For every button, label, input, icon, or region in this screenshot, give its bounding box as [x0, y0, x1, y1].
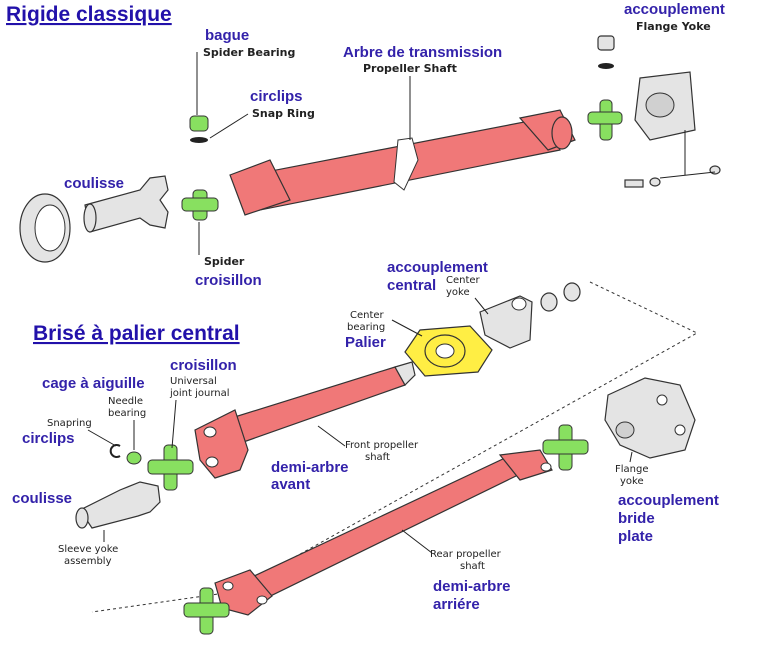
spider-front — [147, 444, 194, 491]
section-title-rigid: Rigide classique — [6, 3, 172, 26]
label-demi-avant-1: demi-arbre — [271, 459, 349, 476]
label-demi-avant-2: avant — [271, 476, 310, 493]
bearing-cups-top-right — [597, 35, 615, 69]
flange-yoke-top — [634, 71, 696, 141]
section-title-split: Brisé à palier central — [33, 322, 240, 345]
label-flange-yoke: Flange Yoke — [636, 20, 711, 33]
label-center-bearing-2: bearing — [347, 322, 385, 333]
front-propeller-shaft — [194, 361, 416, 479]
label-universal-1: Universal — [170, 376, 217, 387]
label-needle-1: Needle — [108, 396, 143, 407]
label-accouplement-bride-2: bride — [618, 510, 655, 527]
label-accouplement-top: accouplement — [624, 1, 725, 18]
label-bague: bague — [205, 27, 249, 44]
label-coulisse-bottom: coulisse — [12, 490, 72, 507]
label-front-shaft-2: shaft — [365, 452, 390, 463]
label-sleeve-2: assembly — [64, 556, 112, 567]
label-rear-shaft-1: Rear propeller — [430, 549, 502, 560]
sleeve-yoke-bottom — [75, 481, 161, 529]
label-flange-1: Flange — [615, 464, 649, 475]
label-cage-aiguille: cage à aiguille — [42, 375, 145, 392]
label-propeller-shaft: Propeller Shaft — [363, 62, 457, 75]
spider-bearing-top — [189, 115, 209, 143]
label-snapring: Snapring — [47, 418, 92, 429]
propeller-shaft-top — [229, 109, 576, 216]
sleeve-ring-top — [19, 193, 71, 263]
label-accouplement-bride-3: plate — [618, 528, 653, 545]
center-bearing — [404, 325, 493, 377]
snap-ring-bottom — [109, 444, 121, 458]
label-arbre: Arbre de transmission — [343, 44, 502, 61]
label-snap-ring: Snap Ring — [252, 107, 315, 120]
label-croisillon-top: croisillon — [195, 272, 262, 289]
label-circlips-bottom: circlips — [22, 430, 75, 447]
label-rear-shaft-2: shaft — [460, 561, 485, 572]
sleeve-yoke-top — [83, 175, 169, 233]
label-demi-arriere-1: demi-arbre — [433, 578, 511, 595]
label-accouplement-central-1: accouplement — [387, 259, 488, 276]
label-accouplement-bride-1: accouplement — [618, 492, 719, 509]
label-coulisse-top: coulisse — [64, 175, 124, 192]
label-center-bearing-1: Center — [350, 310, 385, 321]
spider-top — [181, 189, 219, 221]
label-center-yoke-1: Center — [446, 275, 481, 286]
label-circlips-top: circlips — [250, 88, 303, 105]
label-accouplement-central-2: central — [387, 277, 436, 294]
label-croisillon-bottom: croisillon — [170, 357, 237, 374]
label-spider: Spider — [204, 255, 245, 268]
label-center-yoke-2: yoke — [446, 287, 470, 298]
label-front-shaft-1: Front propeller — [345, 440, 419, 451]
spider-top-right — [587, 99, 623, 141]
label-universal-2: joint journal — [169, 388, 230, 399]
needle-bearing — [126, 451, 142, 465]
label-demi-arriere-2: arriére — [433, 596, 480, 613]
dashed-outline — [91, 281, 699, 613]
flange-yoke-bottom — [604, 377, 696, 459]
center-yoke — [479, 282, 581, 349]
spider-rear-left — [183, 587, 230, 635]
rear-propeller-shaft — [214, 449, 553, 616]
label-palier: Palier — [345, 334, 386, 351]
spider-rear-right — [542, 424, 589, 471]
label-flange-2: yoke — [620, 476, 644, 487]
label-spider-bearing: Spider Bearing — [203, 46, 295, 59]
label-sleeve-1: Sleeve yoke — [58, 544, 118, 555]
label-needle-2: bearing — [108, 408, 146, 419]
